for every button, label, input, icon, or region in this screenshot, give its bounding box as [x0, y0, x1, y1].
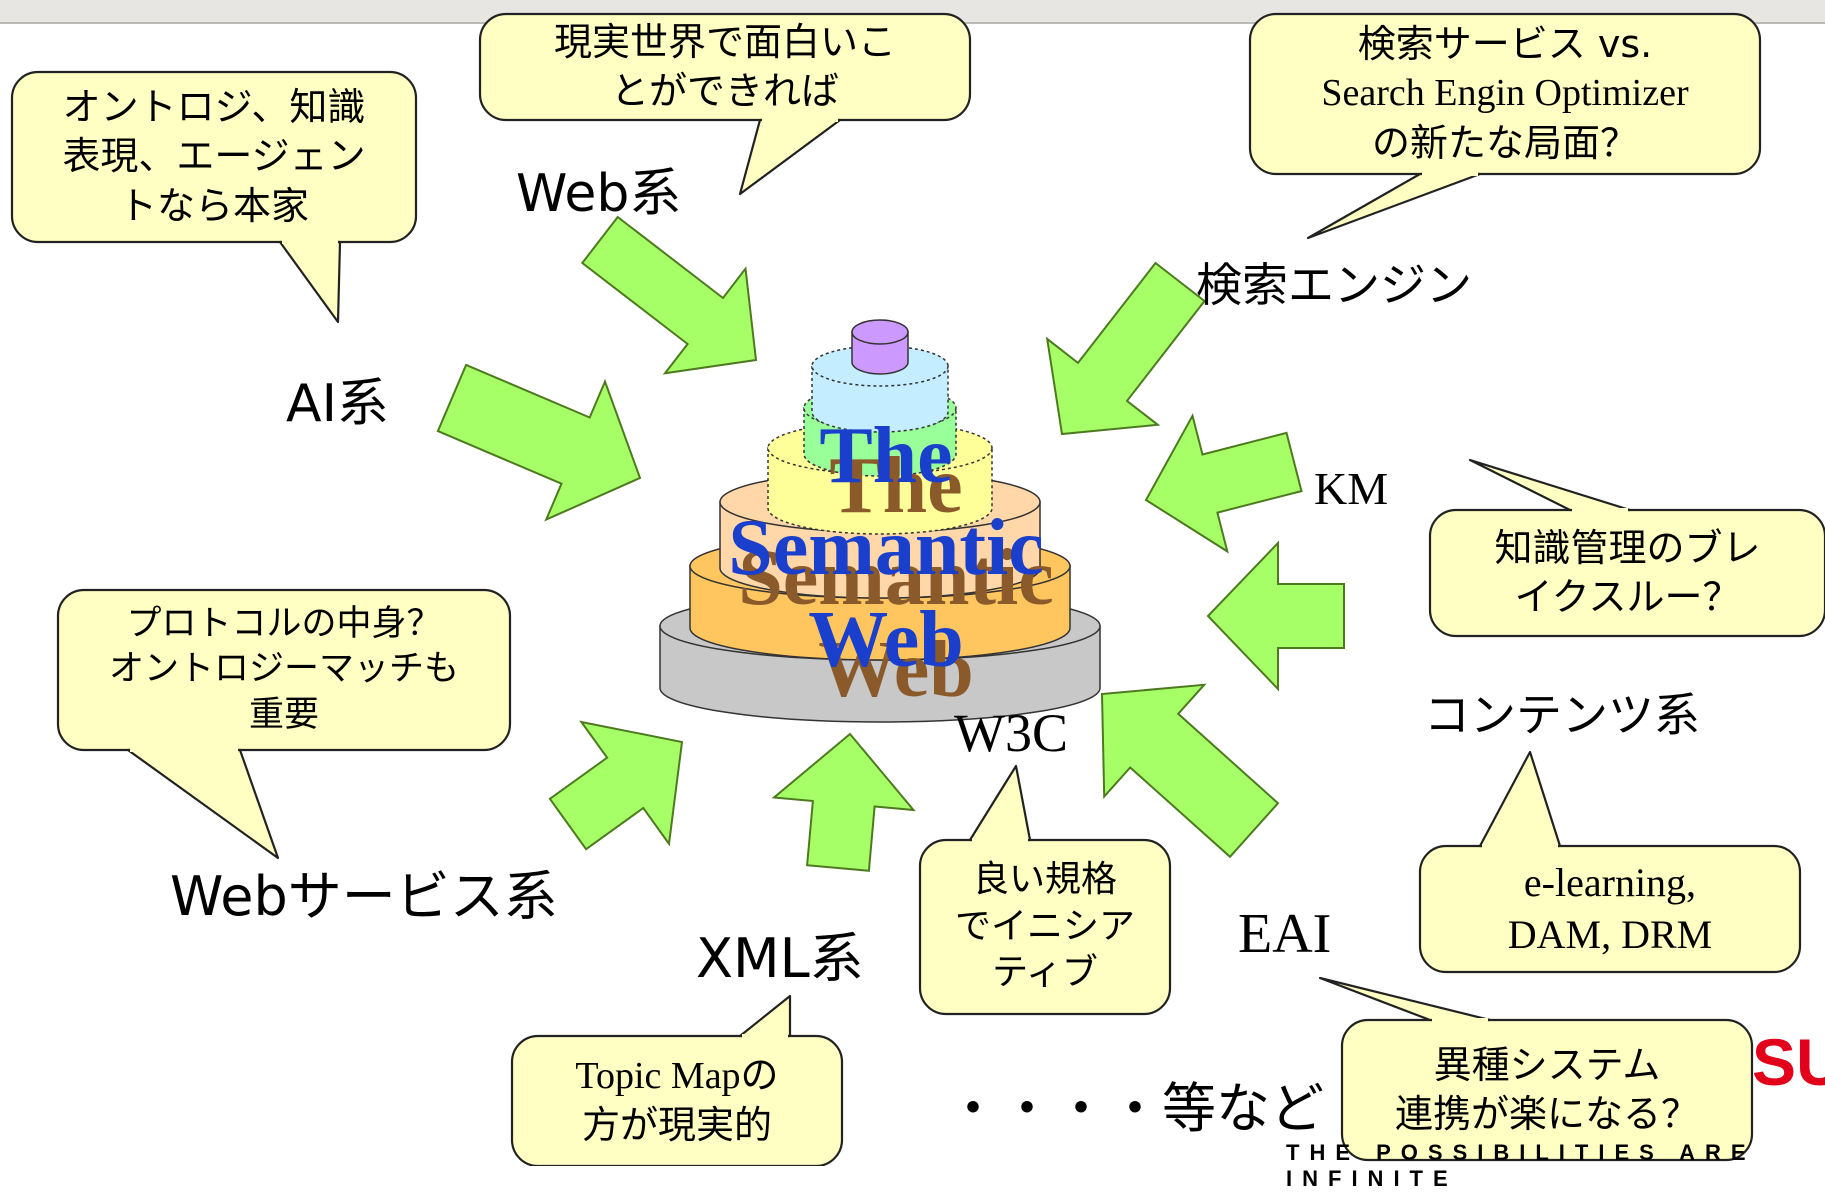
bubble-web-services-text: プロトコルの中身？オントロジーマッチも重要: [108, 603, 459, 735]
arrow-from-search: [1045, 261, 1206, 436]
arrow-from-km: [1144, 413, 1303, 554]
arrow-from-web-services: [548, 720, 684, 851]
semantic-web-title-shadow: The Semantic Web: [738, 442, 1054, 714]
brand-logo: SU: [1752, 1025, 1825, 1099]
brand-tagline: THE POSSIBILITIES ARE INFINITE: [1286, 1140, 1756, 1191]
bubble-xml: [510, 994, 844, 1166]
stack-layer-6: [811, 345, 949, 433]
bubble-web-tail: [738, 118, 842, 196]
arrow-from-ai: [436, 363, 642, 522]
label-web: Web系: [516, 164, 682, 224]
bubble-xml-text: Topic Mapの方が現実的: [575, 1054, 779, 1147]
bubble-eai-body: [1340, 1018, 1754, 1162]
bubble-contents-body: [1418, 844, 1802, 974]
bubble-contents: [1418, 750, 1802, 974]
label-etc: ・・・・等など: [946, 1077, 1324, 1140]
bubble-w3c-text: 良い規格でイニシアティブ: [954, 858, 1135, 994]
arrow-from-xml: [771, 732, 916, 872]
label-ai: AI系: [286, 374, 389, 434]
bubble-web-body: [478, 12, 972, 122]
arrows: [436, 215, 1345, 872]
bubble-eai-text: 異種システム連携が楽になる？: [1394, 1042, 1699, 1136]
arrow-from-eai: [1100, 683, 1280, 859]
bubble-w3c: [918, 764, 1172, 1016]
callout-bubbles: [10, 12, 1825, 1166]
diagram-canvas: [10, 12, 1825, 1166]
bubble-web-services: [56, 588, 512, 860]
bubble-eai-tail: [1318, 976, 1492, 1022]
arrow-from-web: [580, 215, 758, 375]
bubble-eai: [1318, 976, 1754, 1162]
bubble-web-text: 現実世界で面白いことができれば: [553, 19, 896, 113]
bubble-ai: [10, 70, 418, 324]
bubble-xml-tail: [738, 994, 792, 1038]
bubble-xml-body: [510, 1034, 844, 1166]
bubble-search-tail: [1306, 172, 1482, 240]
bubble-km: [1428, 458, 1825, 638]
label-xml: XML系: [696, 927, 864, 990]
label-km: KM: [1314, 463, 1389, 514]
bubble-w3c-tail: [968, 764, 1032, 842]
bubble-web-services-tail: [126, 748, 280, 860]
label-eai: EAI: [1238, 903, 1332, 965]
label-contents: コンテンツ系: [1424, 688, 1700, 742]
stack-layer-7: [851, 319, 909, 375]
bubble-ai-text: オントロジ、知識表現、エージェントなら本家: [62, 84, 366, 228]
bubble-search-body: [1248, 12, 1762, 176]
label-web-services: Webサービス系: [170, 865, 558, 928]
semantic-web-stack: [659, 319, 1101, 723]
bubble-web-services-body: [56, 588, 512, 752]
bubble-contents-tail: [1478, 750, 1562, 848]
semantic-web-title: The Semantic Web: [728, 412, 1044, 684]
bubble-w3c-body: [918, 838, 1172, 1016]
bubble-contents-text: e-learning,DAM, DRM: [1507, 860, 1713, 957]
label-search-engine: 検索エンジン: [1196, 258, 1472, 312]
bubble-search: [1248, 12, 1762, 240]
label-w3c: W3C: [954, 703, 1068, 763]
bubble-search-text: 検索サービス vs. Search Engin Optimizer の新たな局面…: [1321, 21, 1689, 165]
bubble-ai-body: [10, 70, 418, 244]
bubble-ai-tail: [278, 240, 342, 324]
bubble-km-tail: [1468, 458, 1632, 512]
arrow-from-contents: [1206, 540, 1345, 692]
bubble-km-text: 知識管理のブレイクスルー？: [1494, 525, 1761, 619]
bubble-web: [478, 12, 972, 196]
